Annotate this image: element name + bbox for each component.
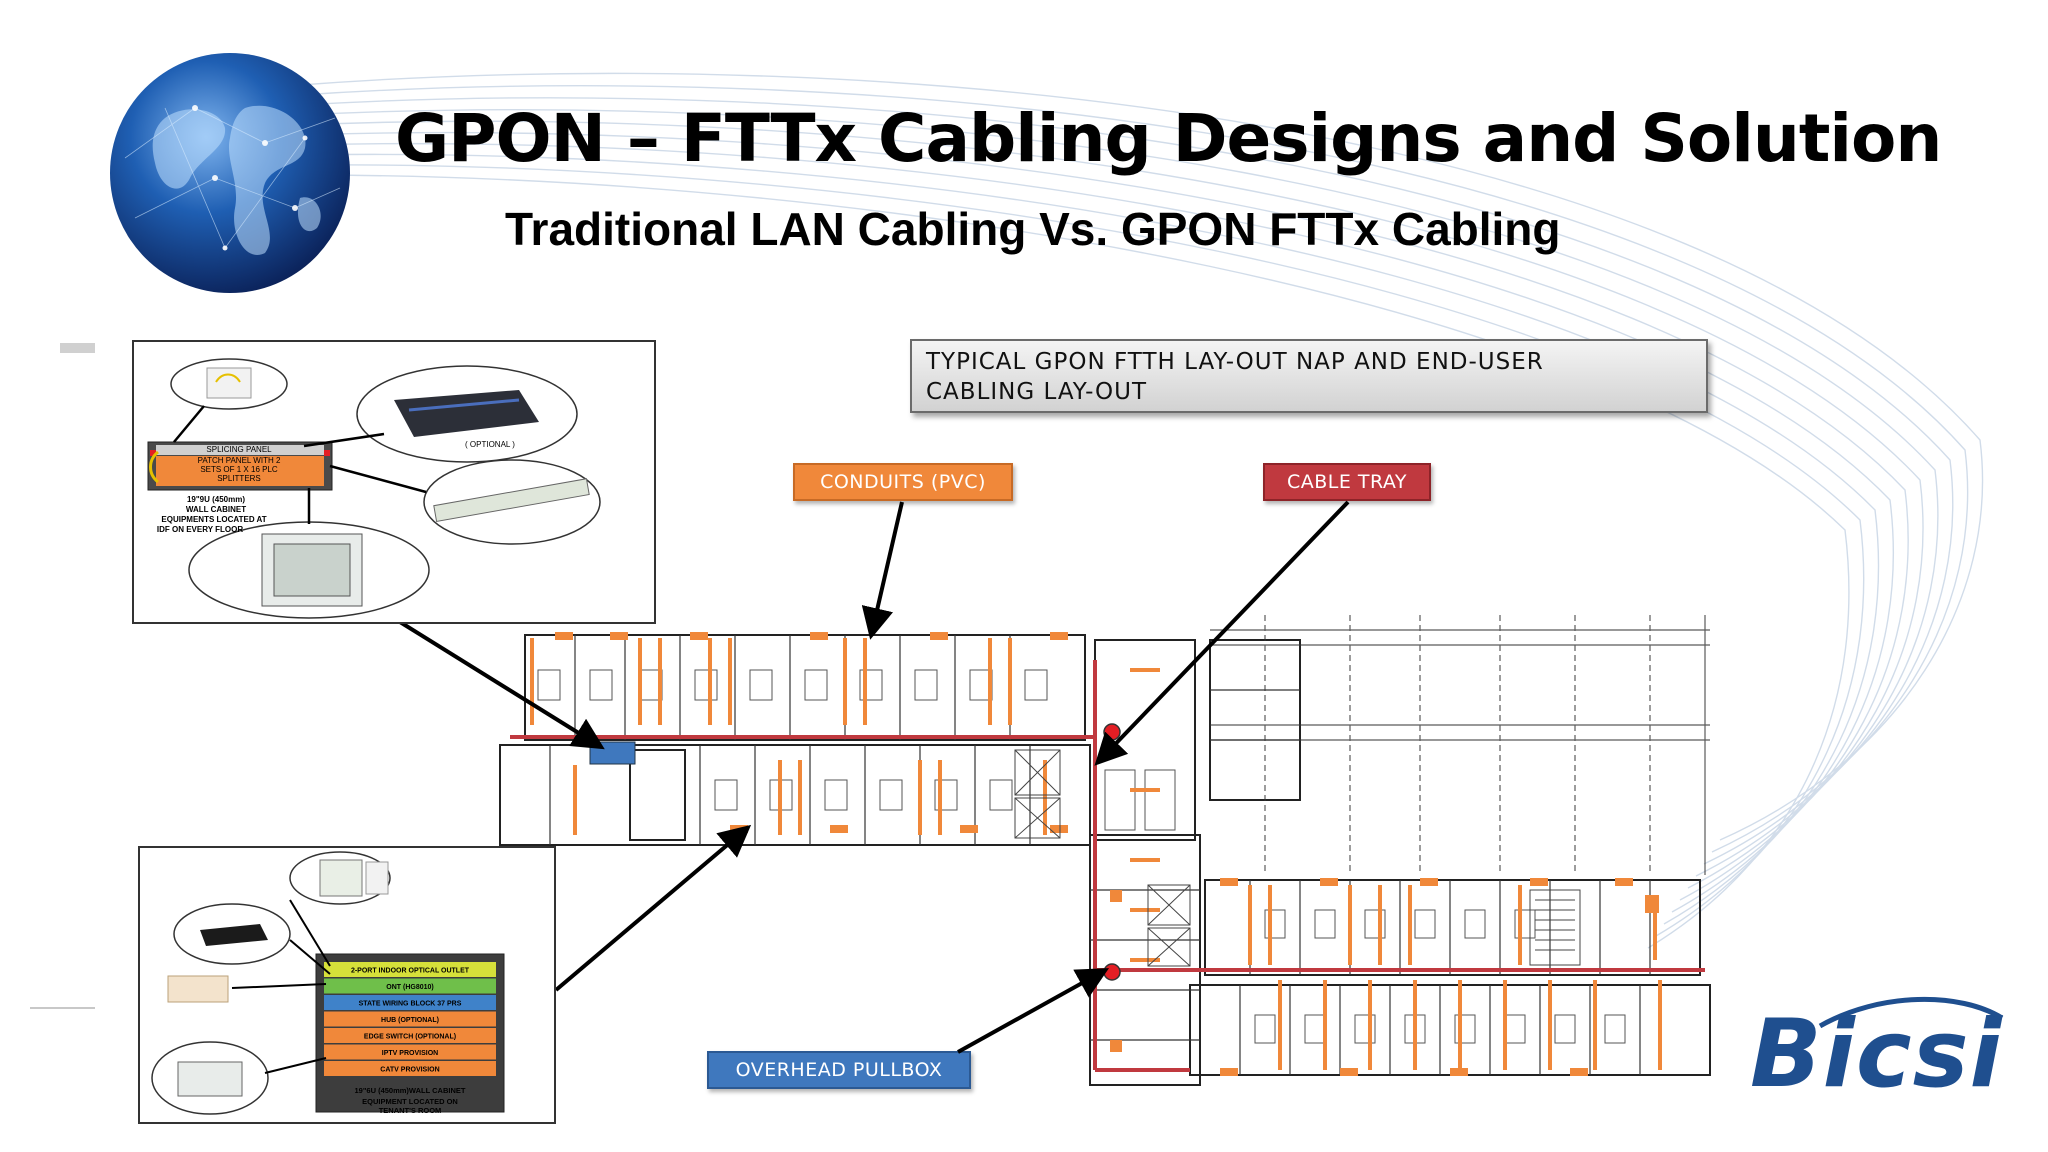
cable-tray-label: CABLE TRAY xyxy=(1263,463,1431,501)
tenant-equipment-drawing: 2-PORT INDOOR OPTICAL OUTLET ONT (HG8010)… xyxy=(151,851,505,1115)
patch-panel-label-2: SETS OF 1 X 16 PLC xyxy=(200,465,278,474)
tenant-cabinet-label: 19"6U (450mm)WALL CABINET xyxy=(355,1086,466,1095)
patch-panel-icon xyxy=(433,478,590,523)
page-subtitle: Traditional LAN Cabling Vs. GPON FTTx Ca… xyxy=(505,203,1561,255)
cabinet-row xyxy=(324,1061,496,1076)
arrow-pullbox xyxy=(957,968,1109,1054)
splicing-panel-label: SPLICING PANEL xyxy=(206,445,272,454)
floor-plan-wing-right-upper xyxy=(1204,879,1701,976)
equipment-location-label-2: IDF ON EVERY FLOOR xyxy=(157,525,243,534)
cabinet-row-label: 2-PORT INDOOR OPTICAL OUTLET xyxy=(351,968,470,975)
logo-swoosh-icon xyxy=(1818,996,2004,1029)
logo-text: Bicsi xyxy=(1750,1000,2003,1109)
cable-tray-route xyxy=(510,660,1705,1072)
cabinet-row xyxy=(324,978,496,994)
cabinet-rows: 2-PORT INDOOR OPTICAL OUTLET ONT (HG8010)… xyxy=(324,962,496,1076)
indoor-outlet-icon xyxy=(319,859,363,897)
arrow-top-inset xyxy=(398,620,605,750)
optical-outlet-icon xyxy=(206,367,252,399)
ont-device-icon xyxy=(200,924,268,946)
floor-plan-wing-mid-left xyxy=(499,744,1091,846)
page-title: GPON – FTTx Cabling Designs and Solution xyxy=(395,100,1942,177)
equipment-location-label-1: EQUIPMENTS LOCATED AT xyxy=(161,515,266,524)
callout-line-2: CABLING LAY-OUT xyxy=(926,379,1148,405)
tenant-location-label-2: TENANT'S ROOM xyxy=(379,1106,442,1115)
floor-plan-wing-top-left xyxy=(524,634,1086,741)
cabinet-row-label: HUB (OPTIONAL) xyxy=(381,1017,439,1024)
patch-panel-label-3: SPLITTERS xyxy=(217,474,261,483)
cabinet-row-label: ONT (HG8010) xyxy=(386,984,433,991)
tenant-location-label-1: EQUIPMENT LOCATED ON xyxy=(362,1097,458,1106)
wall-cabinet-small-icon xyxy=(177,1061,243,1097)
conduits-label: CONDUITS (PVC) xyxy=(793,463,1013,501)
cabinet-type-label: WALL CABINET xyxy=(186,505,246,514)
cabinet-row xyxy=(324,1044,496,1060)
wiring-block-icon xyxy=(167,975,229,1003)
cabinet-row-label: EDGE SWITCH (OPTIONAL) xyxy=(364,1034,456,1041)
cabinet-row xyxy=(324,995,496,1010)
arrow-bottom-inset xyxy=(554,824,752,992)
cabinet-row-label: STATE WIRING BLOCK 37 PRS xyxy=(359,1001,462,1008)
idf-equipment-inset: SPLICING PANEL PATCH PANEL WITH 2 SETS O… xyxy=(132,340,656,624)
arrow-conduits xyxy=(861,501,904,640)
cabinet-row-label: IPTV PROVISION xyxy=(382,1050,438,1057)
idf-equipment-drawing: SPLICING PANEL PATCH PANEL WITH 2 SETS O… xyxy=(147,358,601,619)
cabinet-row xyxy=(324,1028,496,1043)
optional-label: ( OPTIONAL ) xyxy=(465,440,515,449)
bicsi-logo: Bicsi xyxy=(1750,996,2004,1109)
callout-line-1: TYPICAL GPON FTTH LAY-OUT NAP AND END-US… xyxy=(926,349,1544,375)
overhead-pullbox-label: OVERHEAD PULLBOX xyxy=(707,1051,971,1089)
cabinet-row xyxy=(324,1011,496,1027)
cabinet-size-label: 19"9U (450mm) xyxy=(187,495,245,504)
patch-panel-label-1: PATCH PANEL WITH 2 xyxy=(198,456,281,465)
cabinet-row xyxy=(324,962,496,977)
cabinet-row-label: CATV PROVISION xyxy=(380,1067,439,1074)
tenant-equipment-inset: 2-PORT INDOOR OPTICAL OUTLET ONT (HG8010)… xyxy=(138,846,556,1124)
globe-icon xyxy=(110,53,350,293)
arrow-cable-tray xyxy=(1094,500,1350,766)
layout-callout-box: TYPICAL GPON FTTH LAY-OUT NAP AND END-US… xyxy=(910,339,1708,413)
